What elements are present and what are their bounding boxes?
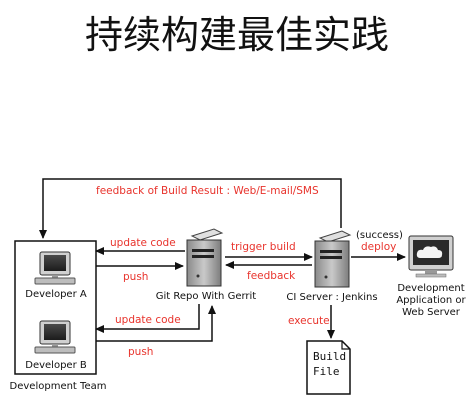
ci-server-icon (314, 230, 352, 288)
push-a-label: push (123, 271, 148, 283)
build-file-label-2: File (313, 365, 340, 378)
push-b-arrow (96, 305, 216, 342)
trigger-build-label: trigger build (231, 241, 296, 253)
update-code-b-arrow (95, 304, 200, 333)
dev-server-label-1: Development (397, 283, 464, 294)
dev-server-label-3: Web Server (402, 307, 461, 318)
dev-server-label-2: Application or (396, 295, 466, 306)
update-code-a-label: update code (110, 237, 176, 249)
developer-a-label: Developer A (25, 289, 87, 300)
update-code-b-label: update code (115, 314, 181, 326)
ci-server-label: CI Server : Jenkins (286, 292, 377, 303)
development-team-box (14, 240, 97, 375)
git-repo-label: Git Repo With Gerrit (156, 291, 257, 302)
git-repo-server-icon (186, 228, 224, 287)
build-file-label-1: Build (313, 350, 346, 363)
feedback-result-arrow (39, 178, 342, 239)
feedback-label: feedback (247, 270, 296, 282)
developer-b-computer-icon (34, 320, 76, 354)
success-label: (success) (356, 230, 403, 241)
build-file-document-icon (306, 340, 351, 395)
cloud-monitor-icon (408, 235, 454, 278)
feedback-result-label: feedback of Build Result : Web/E-mail/SM… (96, 185, 319, 197)
execute-label: execute (288, 315, 330, 327)
development-team-label: Development Team (10, 381, 107, 392)
deploy-label: deploy (361, 241, 396, 253)
page-title: 持续构建最佳实践 (84, 13, 389, 57)
developer-a-computer-icon (34, 251, 76, 285)
push-b-label: push (128, 346, 153, 358)
developer-b-label: Developer B (25, 360, 87, 371)
